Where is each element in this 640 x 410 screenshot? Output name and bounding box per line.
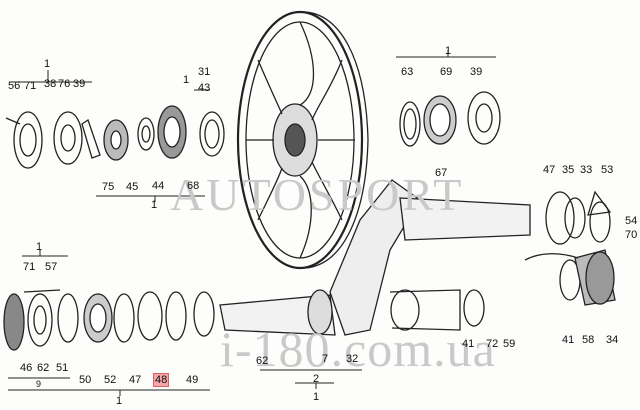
label-34: 34 — [606, 334, 619, 346]
flywheel — [236, 10, 369, 270]
watermark-top: AUTOSPORT — [170, 169, 465, 220]
label-76: 76 — [58, 78, 71, 90]
label-31: 31 — [198, 66, 211, 78]
label-9: 9 — [36, 379, 42, 389]
label-1: 1 — [36, 241, 43, 253]
label-33: 33 — [580, 164, 593, 176]
label-62: 62 — [37, 362, 50, 374]
label-62: 62 — [256, 355, 269, 367]
label-1: 1 — [183, 74, 190, 86]
label-41: 41 — [562, 334, 575, 346]
label-38: 38 — [44, 78, 57, 90]
label-59: 59 — [503, 338, 516, 350]
label-63: 63 — [401, 66, 414, 78]
label-7: 7 — [322, 353, 329, 365]
label-71: 71 — [23, 261, 36, 273]
label-32: 32 — [346, 353, 359, 365]
label-50: 50 — [79, 374, 92, 386]
label-49: 49 — [186, 374, 199, 386]
label-52: 52 — [104, 374, 117, 386]
label-57: 57 — [45, 261, 58, 273]
label-70: 70 — [625, 229, 638, 241]
label-39: 39 — [73, 78, 86, 90]
right-upper-parts — [399, 91, 501, 147]
label-53: 53 — [601, 164, 614, 176]
label-44: 44 — [152, 180, 165, 192]
right-middle-parts — [524, 190, 616, 306]
label-47: 47 — [543, 164, 556, 176]
label-1: 1 — [116, 395, 123, 407]
label-1: 1 — [313, 391, 320, 403]
label-69: 69 — [440, 66, 453, 78]
label-35: 35 — [562, 164, 575, 176]
label-68: 68 — [187, 180, 200, 192]
label-56: 56 — [8, 80, 21, 92]
label-58: 58 — [582, 334, 595, 346]
label-45: 45 — [126, 181, 139, 193]
label-1: 1 — [151, 199, 158, 211]
label-75: 75 — [102, 181, 115, 193]
label-2: 2 — [313, 373, 320, 385]
label-67: 67 — [435, 167, 448, 179]
label-47: 47 — [129, 374, 142, 386]
left-lower-parts — [3, 289, 215, 351]
callout-lines — [8, 50, 496, 396]
label-1: 1 — [44, 58, 51, 70]
label-48-highlighted[interactable]: 48 — [152, 373, 170, 387]
left-upper-parts — [5, 105, 225, 169]
label-43: 43 — [198, 82, 211, 94]
label-72: 72 — [486, 338, 499, 350]
label-46: 46 — [20, 362, 33, 374]
label-39: 39 — [470, 66, 483, 78]
label-41: 41 — [462, 338, 475, 350]
watermark-bottom: i-180.com.ua — [220, 321, 496, 377]
label-51: 51 — [56, 362, 69, 374]
label-1: 1 — [445, 45, 452, 57]
label-71: 71 — [24, 80, 37, 92]
crankshaft — [219, 179, 531, 336]
label-54: 54 — [625, 215, 638, 227]
